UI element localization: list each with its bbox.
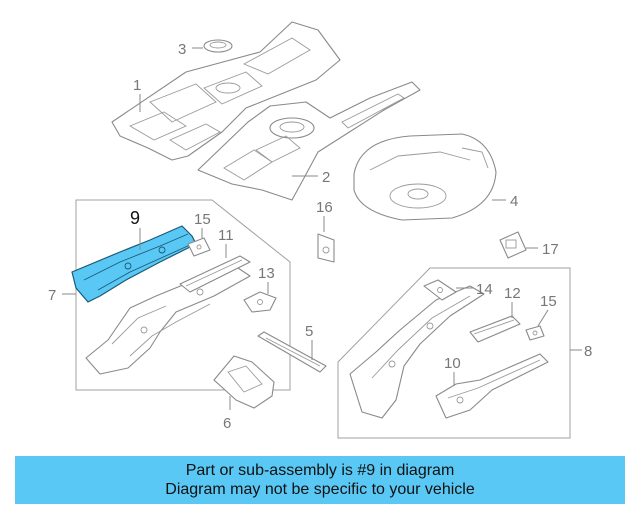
part-10-lower-rail: 10 [435, 353, 549, 419]
callout-2: 2 [322, 169, 330, 186]
parts-diagram: 3 1 2 4 16 [48, 21, 592, 439]
part-17-bracket: 17 [499, 231, 559, 259]
callout-10: 10 [444, 355, 461, 372]
part-14-bracket: 14 [423, 279, 493, 301]
callout-11: 11 [218, 227, 234, 244]
callout-15-right: 15 [540, 293, 557, 310]
callout-1: 1 [133, 77, 141, 94]
part-1-floor-pan: 1 [111, 21, 341, 161]
callout-14: 14 [476, 281, 493, 298]
part-7-lower-rail [85, 267, 251, 375]
part-8-right-rail [349, 285, 485, 419]
part-15-right-plate: 15 [525, 293, 557, 341]
callout-6: 6 [223, 415, 231, 432]
part-9-highlighted-rail: 9 [71, 208, 197, 303]
group-8-box: 8 [337, 267, 592, 439]
callout-7: 7 [48, 287, 56, 304]
part-16-bracket: 16 [316, 199, 335, 263]
banner-line-2: Diagram may not be specific to your vehi… [165, 481, 475, 498]
callout-8: 8 [584, 343, 592, 360]
info-banner: Part or sub-assembly is #9 in diagram Di… [15, 456, 625, 504]
part-11-reinforcement: 11 [179, 227, 251, 293]
part-2-rear-floor-pan: 2 [197, 81, 421, 201]
callout-5: 5 [305, 323, 313, 340]
part-6-bracket: 6 [213, 355, 275, 432]
part-5-cross-member: 5 [257, 323, 327, 373]
banner-line-1: Part or sub-assembly is #9 in diagram [185, 462, 455, 479]
callout-13: 13 [258, 265, 275, 282]
part-4-spare-tire-tub: 4 [353, 133, 518, 221]
part-3-plug: 3 [178, 39, 233, 58]
group-7-box: 7 [48, 199, 291, 391]
callout-9: 9 [130, 208, 140, 228]
callout-3: 3 [178, 41, 186, 58]
callout-12: 12 [504, 285, 521, 302]
callout-17: 17 [542, 241, 559, 258]
callout-16: 16 [316, 199, 333, 216]
callout-4: 4 [510, 193, 518, 210]
part-15-left-plate: 15 [187, 211, 211, 257]
part-12-reinforcement: 12 [469, 285, 521, 343]
part-13-bracket: 13 [243, 265, 277, 313]
callout-15-left: 15 [194, 211, 211, 228]
